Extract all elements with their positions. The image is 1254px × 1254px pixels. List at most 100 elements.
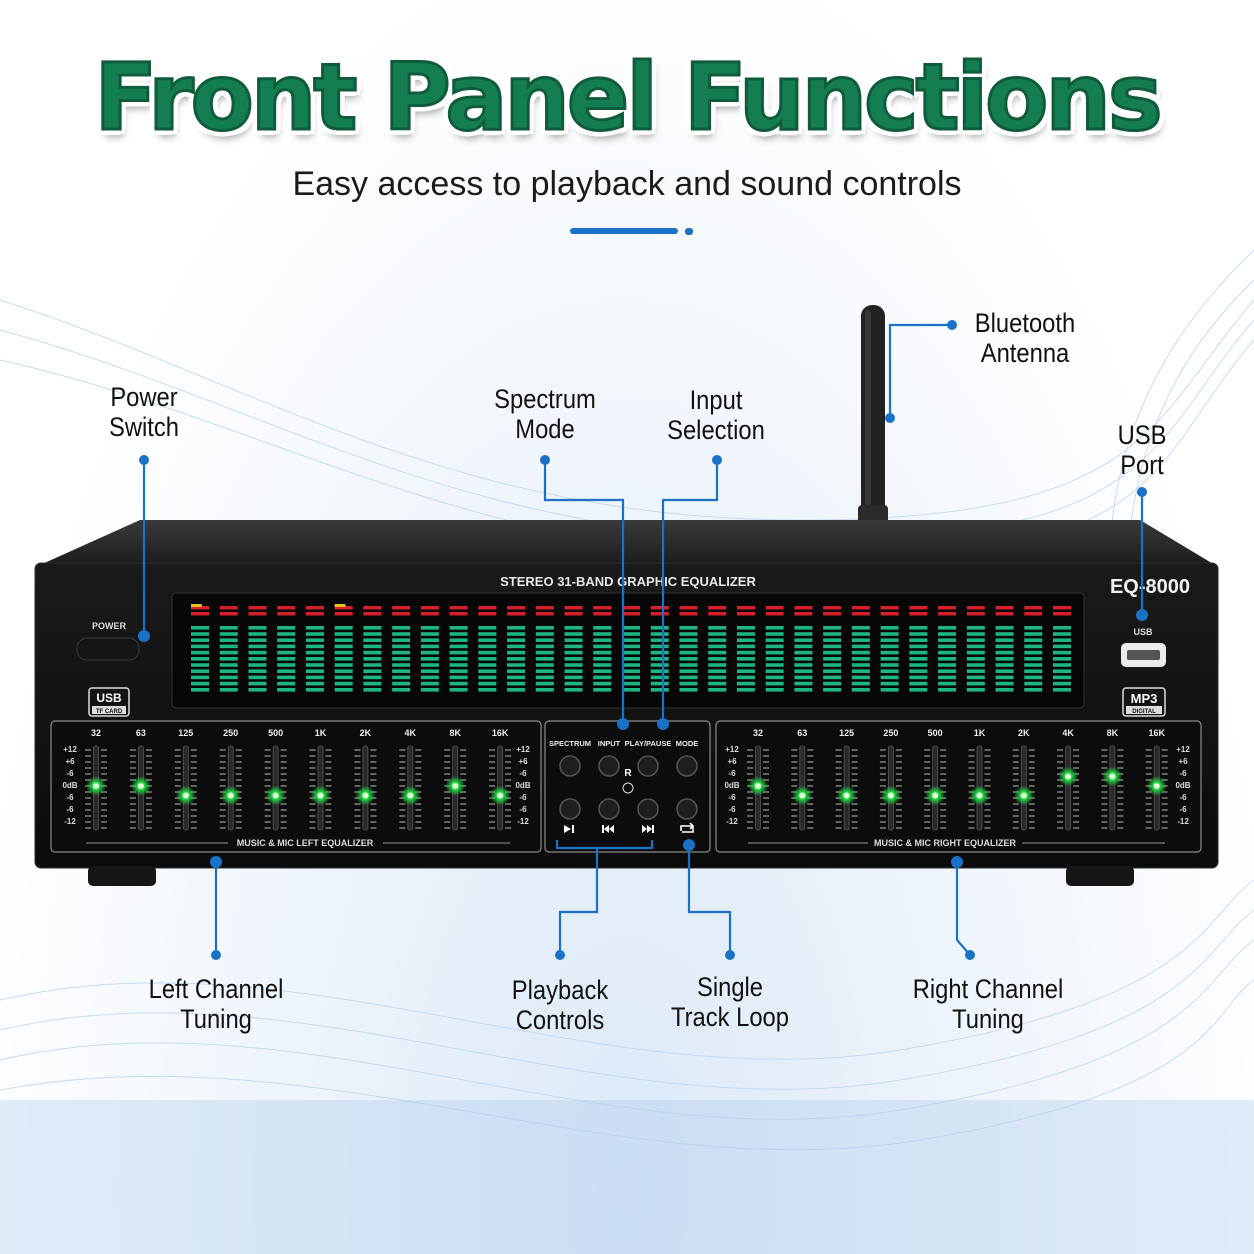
callout-power-switch: Power Switch <box>109 382 179 442</box>
frequency-label: 16K <box>1148 728 1165 738</box>
svg-text:TF CARD: TF CARD <box>96 709 123 715</box>
spectrum-band <box>248 606 267 692</box>
input-button[interactable] <box>598 755 620 777</box>
frequency-label: 32 <box>753 728 763 738</box>
frequency-label: 250 <box>223 728 238 738</box>
next-icon <box>642 825 654 833</box>
spectrum-band <box>851 606 870 692</box>
model-name: EQ-8000 <box>1110 576 1190 598</box>
control-label: INPUT <box>598 739 621 748</box>
usb-tf-badge: USB TF CARD <box>88 687 130 717</box>
callout-spectrum-mode: Spectrum Mode <box>494 384 596 444</box>
callout-input-selection: Input Selection <box>667 385 765 445</box>
db-scale-label: +6 <box>727 757 737 766</box>
left-eq-panel <box>50 720 542 853</box>
db-scale-label: +6 <box>1178 757 1188 766</box>
db-scale-label: -6 <box>66 793 74 802</box>
spectrum-band <box>219 606 238 692</box>
reset-label: R <box>624 768 632 779</box>
db-scale-label: -12 <box>1177 817 1189 826</box>
frequency-label: 63 <box>797 728 807 738</box>
db-scale-label: -12 <box>517 817 529 826</box>
frequency-label: 8K <box>449 728 461 738</box>
db-scale-label: -6 <box>66 769 74 778</box>
spectrum-band <box>736 606 755 692</box>
power-label: POWER <box>92 621 127 631</box>
db-scale-label: 0dB <box>1175 781 1190 790</box>
repeat-button[interactable] <box>676 798 698 820</box>
frequency-label: 1K <box>974 728 986 738</box>
right-eq-label: MUSIC & MIC RIGHT EQUALIZER <box>874 838 1016 848</box>
svg-text:MP3: MP3 <box>1131 691 1158 706</box>
power-switch[interactable] <box>76 637 140 661</box>
play-pause-button[interactable] <box>637 755 659 777</box>
db-scale-label: -6 <box>728 793 736 802</box>
db-scale-label: -6 <box>1179 793 1187 802</box>
chassis-top <box>40 520 1215 565</box>
db-scale-label: 0dB <box>62 781 77 790</box>
db-scale-label: +12 <box>1176 745 1190 754</box>
frequency-label: 63 <box>136 728 146 738</box>
svg-text:DIGITAL: DIGITAL <box>1132 709 1156 715</box>
spectrum-band <box>794 606 813 692</box>
spectrum-band <box>909 606 928 692</box>
callout-single-track-loop: Single Track Loop <box>670 972 789 1032</box>
spectrum-band <box>507 606 526 692</box>
previous-icon <box>602 825 614 833</box>
display-title: STEREO 31-BAND GRAPHIC EQUALIZER <box>500 574 756 589</box>
page-title: Front Panel Functions <box>93 44 1164 151</box>
control-label: SPECTRUM <box>549 739 591 748</box>
usb-port[interactable] <box>1121 643 1166 667</box>
frequency-label: 32 <box>91 728 101 738</box>
title-divider <box>570 228 678 234</box>
spectrum-band <box>765 606 784 692</box>
mode-button[interactable] <box>676 755 698 777</box>
previous-button[interactable] <box>598 798 620 820</box>
spectrum-band <box>392 606 411 692</box>
spectrum-band <box>880 606 899 692</box>
frequency-label: 1K <box>315 728 327 738</box>
db-scale-label: -6 <box>1179 805 1187 814</box>
spectrum-band <box>305 606 324 692</box>
bluetooth-antenna <box>858 305 888 525</box>
db-scale-label: -6 <box>66 805 74 814</box>
db-scale-label: -6 <box>519 805 527 814</box>
db-scale-label: 0dB <box>724 781 739 790</box>
play-toggle-button[interactable] <box>559 798 581 820</box>
spectrum-band <box>1053 606 1071 692</box>
db-scale-label: -12 <box>64 817 76 826</box>
frequency-label: 2K <box>360 728 372 738</box>
db-scale-label: +12 <box>516 745 530 754</box>
left-eq-label: MUSIC & MIC LEFT EQUALIZER <box>237 838 374 848</box>
spectrum-band <box>478 606 497 692</box>
callout-bluetooth-antenna: Bluetooth Antenna <box>974 308 1076 368</box>
db-scale-label: +12 <box>725 745 739 754</box>
frequency-label: 500 <box>928 728 943 738</box>
spectrum-band <box>277 606 296 692</box>
db-scale-label: +6 <box>518 757 528 766</box>
spectrum-display <box>171 592 1085 709</box>
title-divider-dot <box>685 228 693 235</box>
usb-label: USB <box>1133 627 1153 637</box>
frequency-label: 250 <box>883 728 898 738</box>
db-scale-label: -12 <box>726 817 738 826</box>
db-scale-label: -6 <box>728 769 736 778</box>
next-button[interactable] <box>637 798 659 820</box>
spectrum-band <box>650 606 669 692</box>
callout-right-channel-tuning: Right Channel Tuning <box>912 974 1064 1034</box>
spectrum-band <box>191 606 209 692</box>
callout-playback-controls: Playback Controls <box>511 975 609 1035</box>
spectrum-button[interactable] <box>559 755 581 777</box>
remote-sensor-icon <box>622 782 634 794</box>
callout-left-channel-tuning: Left Channel Tuning <box>148 974 284 1034</box>
db-scale-label: 0dB <box>515 781 530 790</box>
db-scale-label: -6 <box>519 793 527 802</box>
play-pause-icon <box>564 825 574 833</box>
frequency-label: 16K <box>492 728 509 738</box>
foot-left <box>88 866 156 886</box>
frequency-label: 500 <box>268 728 283 738</box>
